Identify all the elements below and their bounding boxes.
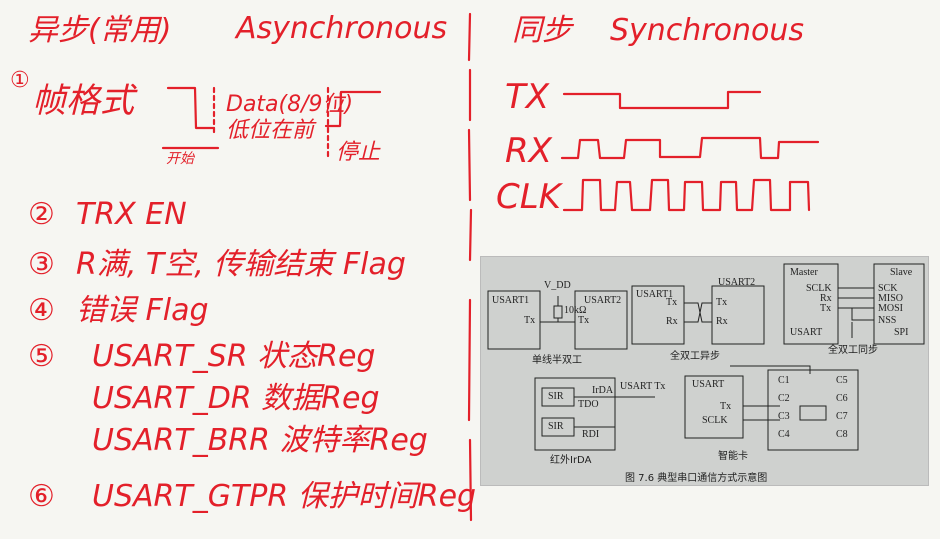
sync-title-cn: 同步 [512, 13, 572, 48]
sc-sclk: SCLK [702, 415, 728, 426]
sc-c4: C4 [778, 429, 790, 440]
note-brr-text: USART_BRR 波特率Reg [92, 423, 428, 458]
usart-modes-figure: USART1 USART2 V_DD 10kΩ Tx Tx 单线半双工 USAR… [480, 256, 929, 486]
sc-c6: C6 [836, 393, 848, 404]
sync-tx-label: TX [505, 77, 550, 117]
spi-spi: SPI [894, 327, 909, 338]
spi-master: Master [790, 267, 818, 278]
irda-sir1: SIR [548, 391, 564, 402]
sc-c7: C7 [836, 411, 848, 422]
rx-waveform [560, 136, 820, 160]
frame-stop-label: 停止 [336, 140, 381, 165]
spi-usart: USART [790, 327, 823, 338]
spi-sclk: SCLK [806, 283, 832, 294]
irda-usart-tx: USART Tx [620, 381, 666, 392]
clk-waveform [562, 178, 811, 212]
irda-irda: IrDA [592, 385, 614, 396]
note-2-marker: ② [28, 197, 55, 232]
note-6-marker: ⑥ [28, 479, 55, 514]
sync-title-en: Synchronous [610, 13, 805, 48]
frame-data-label: Data(8/9位) [226, 92, 354, 117]
note-6-text: USART_GTPR 保护时间Reg [92, 479, 477, 514]
sc-c5: C5 [836, 375, 848, 386]
note-2-text: TRX EN [76, 197, 187, 232]
fa-rx2: Rx [716, 316, 728, 327]
async-stop-waveform [324, 90, 382, 128]
fa-tx1: Tx [666, 297, 678, 308]
frame-start-label: 开始 [166, 151, 194, 167]
note-4-text: 错误 Flag [76, 293, 209, 328]
sc-c2: C2 [778, 393, 790, 404]
irda-caption: 红外IrDA [550, 455, 592, 466]
sc-c3: C3 [778, 411, 790, 422]
async-title-en: Asynchronous [236, 11, 448, 46]
sc-c1: C1 [778, 375, 790, 386]
sync-rx-label: RX [505, 131, 552, 171]
figure-lines [487, 263, 925, 451]
irda-tdo: TDO [578, 399, 599, 410]
spi-tx: Tx [820, 303, 832, 314]
spi-caption: 全双工同步 [828, 345, 878, 356]
spi-slave: Slave [890, 267, 913, 278]
tx-waveform [562, 90, 762, 110]
spi-mosi: MOSI [878, 303, 904, 314]
note-5-text: USART_SR 状态Reg [92, 339, 376, 374]
spi-rx: Rx [820, 293, 832, 304]
note-3-text: R满, T空, 传输结束 Flag [76, 247, 406, 282]
frame-data-sub: 低位在前 [226, 118, 315, 143]
hd-resistor: 10kΩ [564, 305, 587, 316]
hd-caption: 单线半双工 [532, 355, 582, 366]
fa-tx2: Tx [716, 297, 728, 308]
fa-rx1: Rx [666, 316, 678, 327]
irda-rdi: RDI [582, 429, 600, 440]
note-dr-text: USART_DR 数据Reg [92, 381, 380, 416]
note-4-marker: ④ [28, 293, 55, 328]
async-title-cn: 异步(常用) [28, 13, 172, 48]
spi-sck: SCK [878, 283, 898, 294]
sync-clk-label: CLK [496, 177, 561, 217]
sc-caption: 智能卡 [718, 451, 748, 462]
hd-vdd: V_DD [544, 280, 571, 291]
figure-caption: 图 7.6 典型串口通信方式示意图 [625, 473, 768, 484]
note-5-marker: ⑤ [28, 339, 55, 374]
irda-sir2: SIR [548, 421, 564, 432]
fa-usart2: USART2 [718, 277, 756, 288]
sc-tx: Tx [720, 401, 732, 412]
fa-caption: 全双工异步 [670, 351, 720, 362]
fa-usart1: USART1 [636, 289, 674, 300]
hd-tx1: Tx [524, 315, 536, 326]
note-3-marker: ③ [28, 247, 55, 282]
hd-tx2: Tx [578, 315, 590, 326]
frame-marker: ① [10, 68, 30, 93]
spi-miso: MISO [878, 293, 904, 304]
sc-usart: USART [692, 379, 725, 390]
sc-c8: C8 [836, 429, 848, 440]
async-frame-waveform [166, 86, 216, 130]
hd-usart1: USART1 [492, 295, 530, 306]
frame-title: 帧格式 [32, 81, 134, 121]
divider-line [467, 12, 473, 522]
hd-usart2: USART2 [584, 295, 622, 306]
spi-nss: NSS [878, 315, 897, 326]
